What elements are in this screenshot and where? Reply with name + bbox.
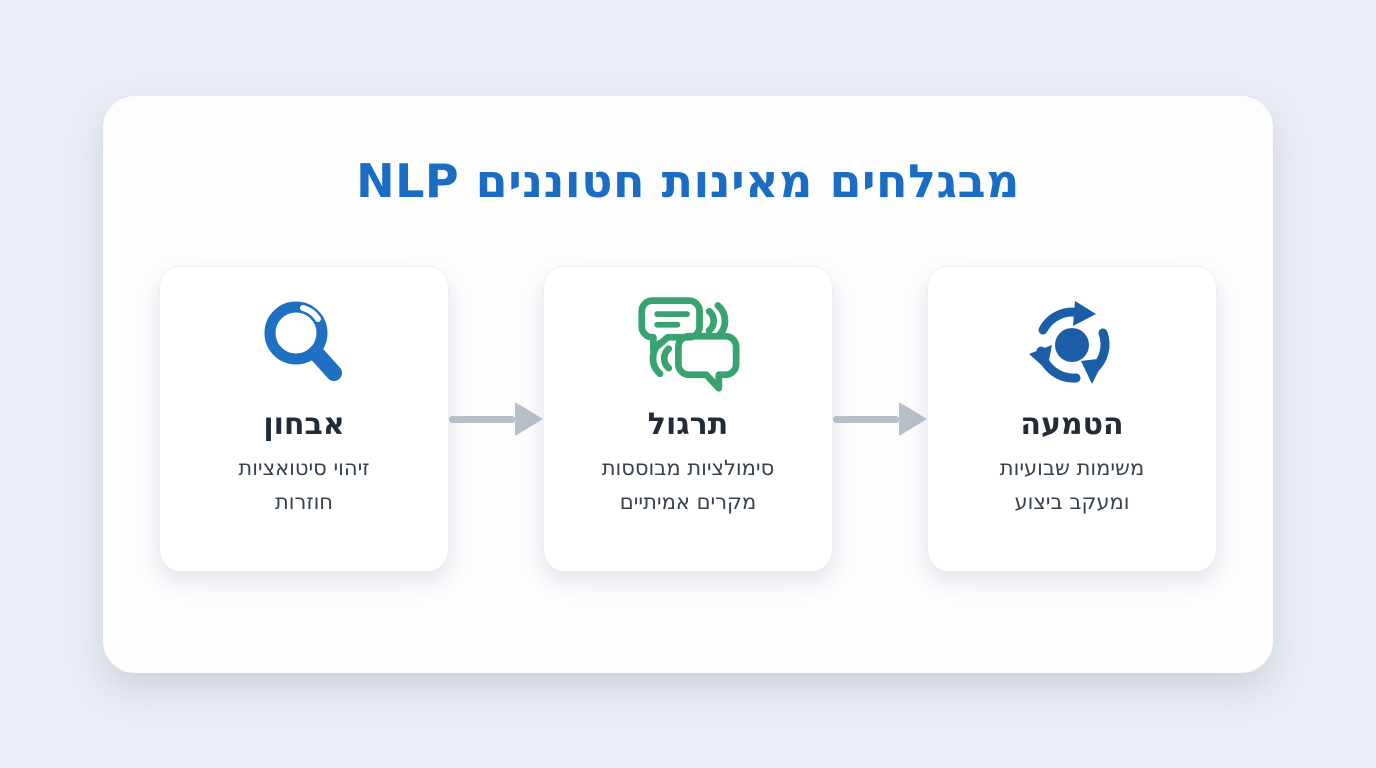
- subtitle-line: חוזרות: [274, 490, 334, 514]
- card-diagnosis-title: אבחון: [263, 407, 345, 442]
- cycle-arrows-icon: [1022, 289, 1122, 397]
- subtitle-line: משימות שבועיות: [999, 456, 1145, 480]
- subtitle-line: מקרים אמיתיים: [619, 490, 757, 514]
- card-practice: תרגול סימולציות מבוססות מקרים אמיתיים: [543, 266, 833, 572]
- card-diagnosis-subtitle: זיהוי סיטואציות חוזרות: [238, 451, 369, 519]
- main-panel: מבגלחים מאינות חטוננים NLP אבחון זיהוי ס…: [103, 96, 1273, 673]
- page-title: מבגלחים מאינות חטוננים NLP: [356, 154, 1020, 208]
- card-practice-subtitle: סימולציות מבוססות מקרים אמיתיים: [602, 451, 775, 519]
- subtitle-line: ומעקב ביצוע: [1014, 490, 1130, 514]
- magnifier-icon: [254, 289, 354, 397]
- arrow-head-icon: [899, 402, 927, 436]
- card-implementation: הטמעה משימות שבועיות ומעקב ביצוע: [927, 266, 1217, 572]
- card-implementation-title: הטמעה: [1020, 407, 1124, 442]
- flow-arrow-right-2: [833, 402, 927, 436]
- card-implementation-subtitle: משימות שבועיות ומעקב ביצוע: [1000, 451, 1144, 519]
- arrow-shaft: [449, 415, 515, 423]
- chat-bubbles-icon: [625, 289, 751, 397]
- arrow-shaft: [833, 415, 899, 423]
- subtitle-line: סימולציות מבוססות: [601, 456, 775, 480]
- card-diagnosis: אבחון זיהוי סיטואציות חוזרות: [159, 266, 449, 572]
- arrow-head-icon: [515, 402, 543, 436]
- flow-arrow-right-1: [449, 402, 543, 436]
- process-flow: אבחון זיהוי סיטואציות חוזרות: [103, 266, 1273, 572]
- card-practice-title: תרגול: [647, 407, 729, 442]
- subtitle-line: זיהוי סיטואציות: [238, 456, 370, 480]
